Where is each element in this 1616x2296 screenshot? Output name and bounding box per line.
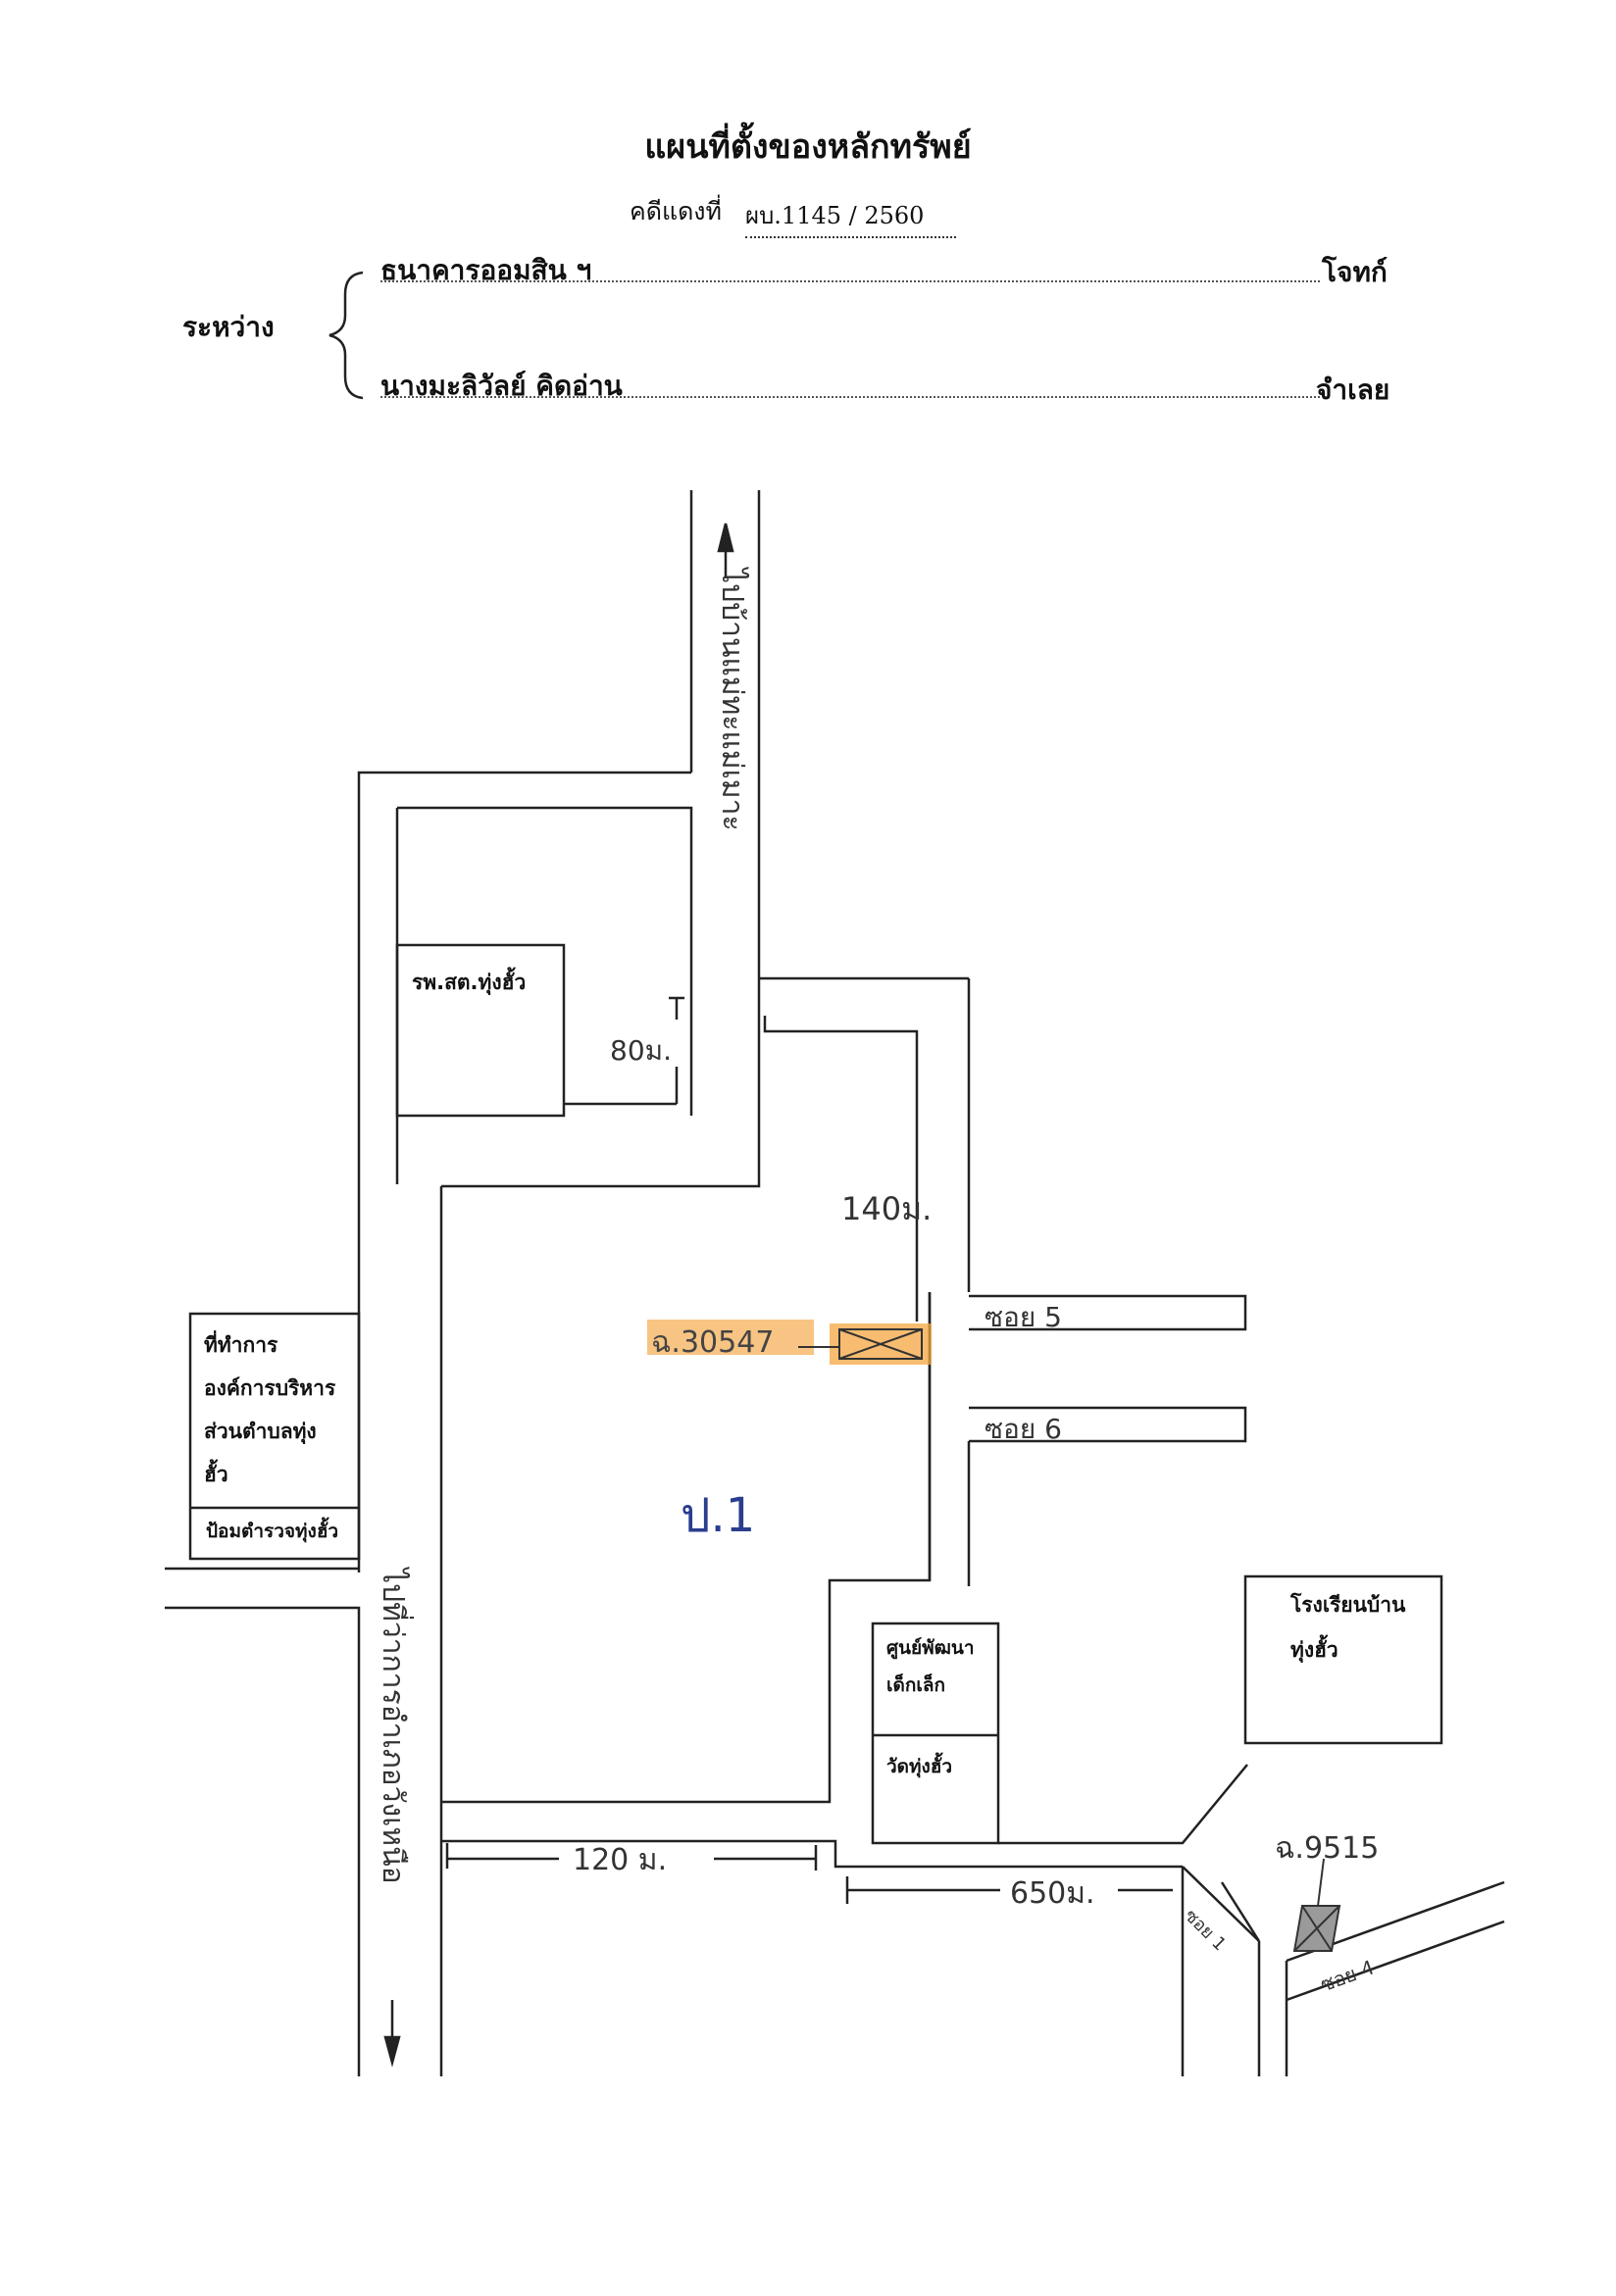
school-line-1: โรงเรียนบ้าน	[1290, 1593, 1406, 1617]
road-north-label: ไปบ้านแม่ทะแม่เมาะ	[715, 569, 749, 831]
road-top-upper-edge	[357, 771, 691, 796]
road-west-lower	[165, 1606, 361, 2076]
between-label: ระหว่าง	[182, 311, 275, 343]
soi4-lower	[1286, 1920, 1505, 2002]
soi5-road	[969, 1294, 1247, 1331]
office-line-4: ฮั้ว	[204, 1463, 228, 1486]
office-label: ที่ทำการ องค์การบริหาร ส่วนตำบลทุ่ง ฮั้ว	[204, 1323, 335, 1496]
office-line-3: ส่วนตำบลทุ่ง	[204, 1420, 317, 1443]
defendant-role: จำเลย	[1316, 374, 1390, 406]
child-center-line-1: ศูนย์พัฒนา	[886, 1637, 975, 1659]
dist-140-label: 140ม.	[841, 1190, 933, 1227]
defendant-line	[380, 396, 1320, 398]
brace	[328, 271, 364, 400]
plaintiff-role: โจทก์	[1322, 256, 1388, 288]
south-arrow-icon	[383, 2000, 401, 2068]
case-label: คดีแดงที่	[630, 197, 722, 225]
north-arrow-icon	[717, 523, 734, 578]
office-block	[188, 1312, 361, 1561]
dimension-140-line	[763, 1016, 919, 1322]
dist-80-label: 80ม.	[610, 1034, 672, 1067]
parcel-mark-label: ป.1	[681, 1488, 756, 1543]
office-line-1: ที่ทำการ	[204, 1333, 278, 1357]
road-bottom-upper	[441, 1839, 1183, 1869]
soi5-label: ซอย 5	[985, 1301, 1062, 1333]
police-label: ป้อมตำรวจทุ่งฮั้ว	[206, 1521, 339, 1542]
plaintiff-line	[380, 280, 1320, 282]
office-line-2: องค์การบริหาร	[204, 1376, 336, 1400]
temple-label: วัดทุ่งฮั้ว	[886, 1756, 953, 1777]
school-line-2: ทุ่งฮั้ว	[1290, 1638, 1338, 1662]
road-top-lower-edge	[397, 806, 693, 1116]
dist-120-label: 120 ม.	[573, 1843, 668, 1877]
child-center-label: ศูนย์พัฒนา เด็กเล็ก	[886, 1629, 975, 1704]
child-center-line-2: เด็กเล็ก	[886, 1674, 945, 1696]
school-label: โรงเรียนบ้าน ทุ่งฮั้ว	[1290, 1582, 1405, 1672]
road-bottom-corner	[998, 1764, 1248, 1845]
soi6-label: ซอย 6	[985, 1413, 1062, 1445]
deed-main-label: ฉ.30547	[651, 1325, 775, 1360]
hospital-label: รพ.สต.ทุ่งฮั้ว	[412, 971, 527, 994]
road-middle-upper	[441, 978, 761, 1188]
child-center-temple-block	[871, 1622, 1000, 1845]
parcel-marker-icon	[838, 1328, 923, 1360]
hospital-block	[395, 943, 566, 1118]
document-title: แผนที่ตั้งของหลักทรัพย์	[644, 127, 972, 167]
soi6-road	[969, 1406, 1247, 1443]
school-block	[1243, 1574, 1443, 1745]
deed-highlight	[647, 1320, 814, 1355]
second-parcel-marker-icon	[1292, 1858, 1341, 1952]
case-number: ผบ.1145 / 2560	[745, 196, 956, 238]
dist-650-label: 650ม.	[1010, 1876, 1095, 1911]
road-south-label: ไปที่ว่าการอำเภอวังเหนือ	[376, 1569, 410, 1884]
deed-second-label: ฉ.9515	[1275, 1831, 1380, 1866]
soi1-diag	[1220, 1881, 1261, 1942]
junction-diag	[1182, 1866, 1260, 1942]
